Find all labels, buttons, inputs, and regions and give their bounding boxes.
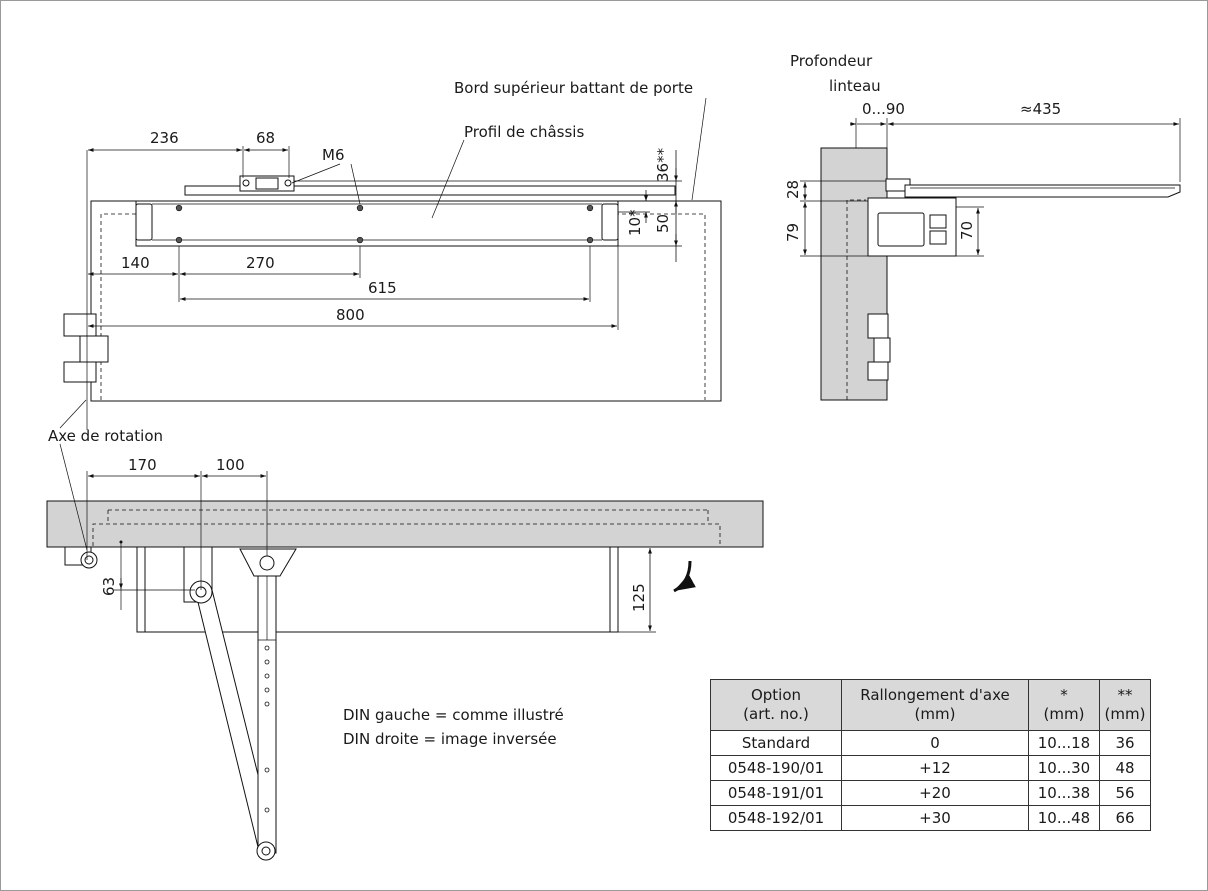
dim-68: 68 xyxy=(256,129,275,147)
dim-10: 10* xyxy=(626,209,644,236)
table-cell: 56 xyxy=(1099,780,1151,806)
dim-28: 28 xyxy=(784,180,802,199)
table-row: 0548-190/01 +12 10...30 48 xyxy=(710,755,1151,781)
table-cell: +20 xyxy=(841,780,1029,806)
table-cell: 66 xyxy=(1099,805,1151,831)
header-double-star: **(mm) xyxy=(1099,679,1151,731)
closer-end-cap-right xyxy=(601,203,619,241)
dim-800: 800 xyxy=(336,306,365,324)
closer-end-cap-left xyxy=(135,203,153,241)
frame-profile-label: Profil de châssis xyxy=(464,123,584,141)
dim-100: 100 xyxy=(216,456,245,474)
hinge-bottom xyxy=(63,361,97,383)
screw-label: M6 xyxy=(322,146,345,164)
dim-170: 170 xyxy=(128,456,157,474)
table-cell: 0 xyxy=(841,730,1029,756)
din-note-line1: DIN gauche = comme illustré xyxy=(343,706,564,724)
arm-adjust-holes xyxy=(264,645,270,813)
dim-50: 50 xyxy=(654,214,672,233)
mounting-holes xyxy=(175,204,594,244)
dim-435: ≈435 xyxy=(1020,100,1061,118)
guide-rail xyxy=(184,185,676,196)
table-header-row: Option(art. no.) Rallongement d'axe(mm) … xyxy=(710,679,1151,731)
door-closer-body xyxy=(135,200,619,247)
top-view xyxy=(46,443,764,861)
header-option: Option(art. no.) xyxy=(710,679,842,731)
side-hinge-bottom xyxy=(867,361,889,381)
dim-63: 63 xyxy=(100,577,118,596)
table-cell: 10...48 xyxy=(1028,805,1100,831)
opening-direction-arrow xyxy=(673,560,696,593)
dim-36: 36** xyxy=(654,147,672,182)
door-leaf-top-edge-label: Bord supérieur battant de porte xyxy=(454,79,693,97)
table-cell: 0548-191/01 xyxy=(710,780,842,806)
dim-140: 140 xyxy=(121,254,150,272)
table-cell: Standard xyxy=(710,730,842,756)
lintel-depth-label-2: linteau xyxy=(829,77,881,95)
table-row: Standard 0 10...18 36 xyxy=(710,730,1151,756)
table-cell: 10...18 xyxy=(1028,730,1100,756)
door-top-profile xyxy=(46,500,764,548)
hinge-top xyxy=(63,313,97,337)
table-cell: 0548-192/01 xyxy=(710,805,842,831)
m6-screw-right xyxy=(284,179,292,187)
side-view xyxy=(800,118,1181,401)
header-star: *(mm) xyxy=(1028,679,1100,731)
table-cell: 48 xyxy=(1099,755,1151,781)
table-row: 0548-192/01 +30 10...48 66 xyxy=(710,805,1151,831)
table-cell: +30 xyxy=(841,805,1029,831)
table-cell: 36 xyxy=(1099,730,1151,756)
table-cell: 10...38 xyxy=(1028,780,1100,806)
dim-0-90: 0...90 xyxy=(862,100,905,118)
dim-236: 236 xyxy=(150,129,179,147)
dim-125: 125 xyxy=(630,583,648,612)
table-cell: +12 xyxy=(841,755,1029,781)
header-axis-extension: Rallongement d'axe(mm) xyxy=(841,679,1029,731)
hinge-middle xyxy=(79,335,109,363)
dim-270: 270 xyxy=(246,254,275,272)
table-row: 0548-191/01 +20 10...38 56 xyxy=(710,780,1151,806)
m6-screw-left xyxy=(242,179,250,187)
din-note-line2: DIN droite = image inversée xyxy=(343,730,557,748)
side-hinge-top xyxy=(867,313,889,339)
rotation-axis-label: Axe de rotation xyxy=(48,427,163,445)
table-cell: 10...30 xyxy=(1028,755,1100,781)
table-cell: 0548-190/01 xyxy=(710,755,842,781)
side-hinge-middle xyxy=(873,337,891,363)
dim-615: 615 xyxy=(368,279,397,297)
dim-70: 70 xyxy=(958,221,976,240)
lintel-depth-label: Profondeur xyxy=(790,52,873,70)
door-frame-hidden-line xyxy=(100,213,706,400)
dim-79: 79 xyxy=(784,223,802,242)
drawing-labels: Profondeur linteau Bord supérieur battan… xyxy=(48,52,1061,748)
front-view xyxy=(59,97,722,430)
side-guide-rail xyxy=(904,184,1181,198)
options-table: Option(art. no.) Rallongement d'axe(mm) … xyxy=(710,679,1151,831)
